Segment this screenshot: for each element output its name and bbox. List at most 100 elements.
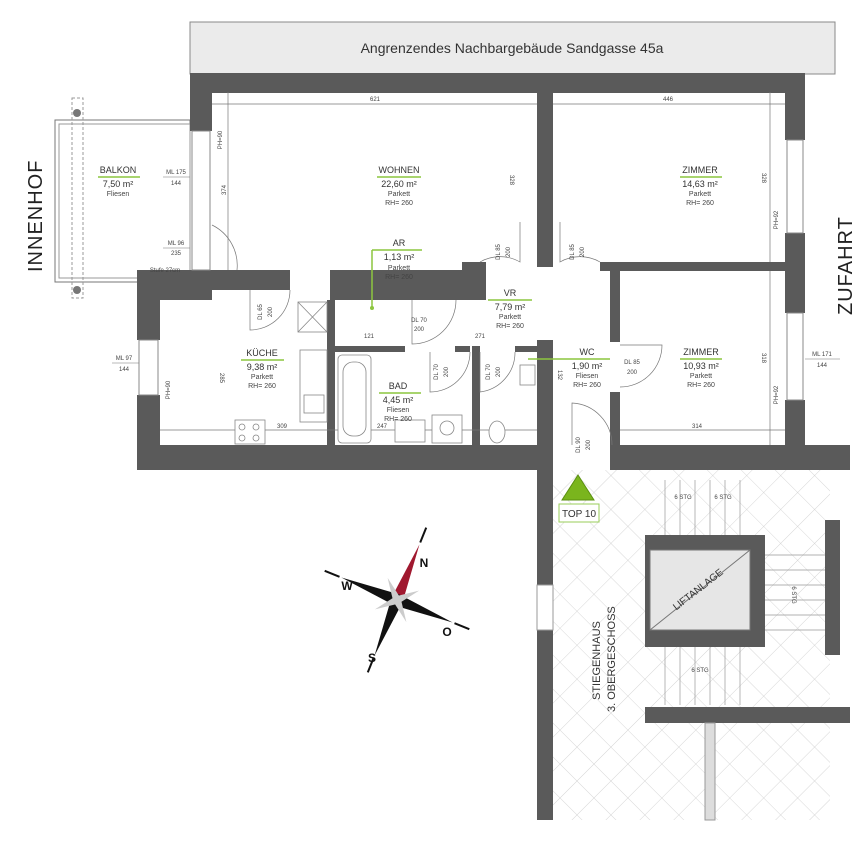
compass-w: W (341, 579, 353, 593)
dim-label: PH=90 (166, 380, 172, 399)
svg-text:ML 97: ML 97 (116, 356, 133, 362)
svg-text:200: 200 (580, 246, 586, 257)
svg-text:ML 171: ML 171 (812, 352, 832, 358)
svg-text:7,79 m²: 7,79 m² (495, 302, 526, 312)
svg-text:Parkett: Parkett (388, 191, 410, 198)
svg-text:144: 144 (119, 367, 130, 373)
innenhof-label: INNENHOF (25, 160, 47, 272)
svg-text:KÜCHE: KÜCHE (246, 348, 278, 358)
dim-label: 318 (760, 353, 766, 364)
svg-text:Parkett: Parkett (689, 191, 711, 198)
svg-text:Parkett: Parkett (690, 373, 712, 380)
svg-text:RH= 260: RH= 260 (687, 382, 715, 389)
svg-text:WC: WC (580, 347, 595, 357)
dim-label: 247 (377, 424, 388, 430)
svg-text:144: 144 (171, 181, 182, 187)
room-ar: AR 1,13 m² Parkett RH= 260 (370, 238, 422, 310)
steps-label: 6 STG (674, 495, 692, 501)
dim-label: PH=92 (774, 385, 780, 404)
room-kueche: KÜCHE 9,38 m² Parkett RH= 260 (241, 348, 284, 390)
svg-text:1,90 m²: 1,90 m² (572, 361, 603, 371)
svg-text:Fliesen: Fliesen (107, 191, 130, 198)
svg-text:4,45 m²: 4,45 m² (383, 395, 414, 405)
svg-text:VR: VR (504, 288, 517, 298)
svg-text:Parkett: Parkett (251, 374, 273, 381)
svg-text:200: 200 (268, 306, 274, 317)
dim-label: 446 (663, 97, 674, 103)
svg-text:DL 90: DL 90 (576, 436, 582, 452)
room-balkon: BALKON 7,50 m² Fliesen (98, 165, 140, 198)
svg-text:RH= 260: RH= 260 (248, 383, 276, 390)
svg-text:7,50 m²: 7,50 m² (103, 179, 134, 189)
svg-text:200: 200 (414, 327, 425, 333)
room-vr: VR 7,79 m² Parkett RH= 260 (488, 288, 532, 330)
svg-text:RH= 260: RH= 260 (496, 323, 524, 330)
dim-label: PH=92 (774, 210, 780, 229)
svg-text:1,13 m²: 1,13 m² (384, 252, 415, 262)
svg-text:144: 144 (817, 363, 828, 369)
svg-text:14,63 m²: 14,63 m² (682, 179, 718, 189)
compass-s: S (368, 651, 376, 665)
stairwell-floor: 3. OBERGESCHOSS (606, 606, 618, 712)
svg-text:22,60 m²: 22,60 m² (381, 179, 417, 189)
svg-text:Fliesen: Fliesen (387, 407, 410, 414)
dim-label: 271 (475, 334, 486, 340)
svg-text:ZIMMER: ZIMMER (683, 347, 719, 357)
doors (211, 222, 663, 446)
svg-text:200: 200 (586, 439, 592, 450)
kitchen-sink-icon (303, 394, 325, 414)
neighbor-building: Angrenzendes Nachbargebäude Sandgasse 45… (189, 21, 836, 75)
dim-label: 314 (692, 424, 703, 430)
svg-text:DL 85: DL 85 (496, 243, 502, 259)
svg-text:200: 200 (506, 246, 512, 257)
svg-text:ML 96: ML 96 (168, 241, 185, 247)
svg-text:ML 175: ML 175 (166, 170, 186, 176)
dim-label: 374 (222, 184, 228, 195)
svg-text:AR: AR (393, 238, 406, 248)
svg-text:WOHNEN: WOHNEN (379, 165, 420, 175)
svg-text:BAD: BAD (389, 381, 408, 391)
svg-text:RH= 260: RH= 260 (385, 274, 413, 281)
room-zimmer-2: ZIMMER 10,93 m² Parkett RH= 260 (680, 347, 722, 389)
sink-icon (394, 419, 426, 443)
room-wohnen: WOHNEN 22,60 m² Parkett RH= 260 (377, 165, 421, 207)
window-labels: ML 175 144 ML 96 235 Stufe 27cm ML 97 14… (112, 170, 840, 373)
svg-text:Stufe 27cm: Stufe 27cm (150, 268, 180, 274)
dim-label: 121 (364, 334, 375, 340)
dim-label: 132 (556, 370, 562, 381)
svg-text:235: 235 (171, 251, 182, 257)
handbasin-icon (519, 364, 536, 386)
svg-text:DL 70: DL 70 (411, 318, 427, 324)
svg-text:DL 65: DL 65 (258, 303, 264, 319)
door-labels: DL 65 200 DL 70 200 DL 70 200 DL 70 200 … (258, 243, 641, 452)
neighbor-label: Angrenzendes Nachbargebäude Sandgasse 45… (361, 40, 664, 56)
steps-label: 6 STG (691, 668, 709, 674)
svg-text:DL 85: DL 85 (624, 360, 640, 366)
windows (138, 130, 804, 401)
walls (137, 73, 850, 820)
svg-text:200: 200 (496, 366, 502, 377)
svg-text:DL 70: DL 70 (434, 363, 440, 379)
stove-icon (234, 419, 266, 445)
steps-label: 6 STG (714, 495, 732, 501)
dim-label: 621 (370, 97, 381, 103)
stairwell: 6 STG 6 STG 6 STG 6 STG LIFTANLAGE STIEG… (550, 470, 850, 821)
fixtures (234, 301, 536, 445)
svg-text:Fliesen: Fliesen (576, 373, 599, 380)
svg-text:9,38 m²: 9,38 m² (247, 362, 278, 372)
dim-label: 309 (277, 424, 288, 430)
entrance-marker: TOP 10 (558, 474, 600, 523)
svg-text:DL 85: DL 85 (570, 243, 576, 259)
stairwell-name: STIEGENHAUS (591, 621, 603, 700)
dim-label: 285 (218, 373, 224, 384)
zufahrt-label: ZUFAHRT (835, 216, 857, 315)
toilet-icon (488, 420, 506, 444)
dim-label: 328 (508, 175, 514, 186)
steps-label: 6 STG (790, 586, 796, 604)
room-bad: BAD 4,45 m² Fliesen RH= 260 (379, 381, 421, 423)
svg-text:RH= 260: RH= 260 (686, 200, 714, 207)
compass-n: N (420, 556, 429, 570)
room-zimmer-1: ZIMMER 14,63 m² Parkett RH= 260 (680, 165, 722, 207)
svg-text:ZIMMER: ZIMMER (682, 165, 718, 175)
